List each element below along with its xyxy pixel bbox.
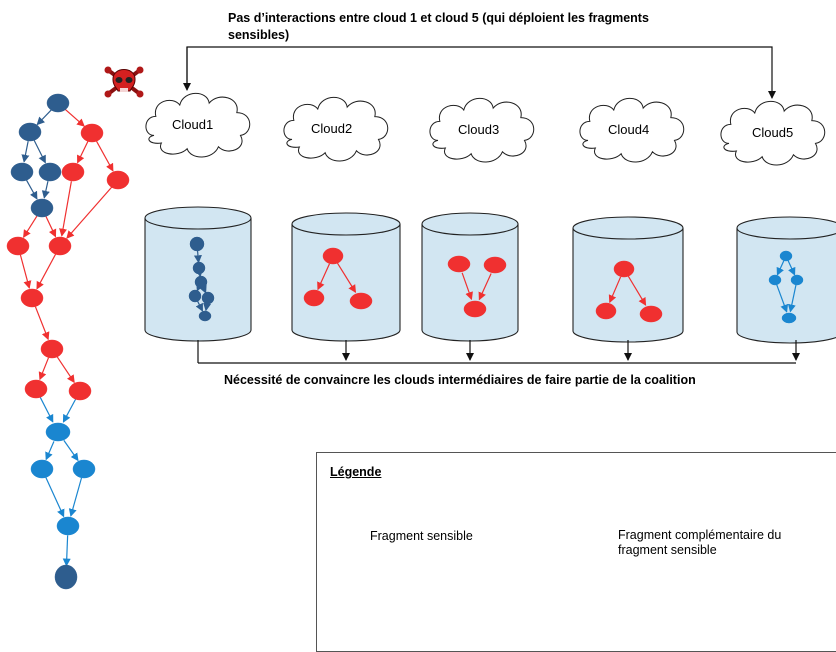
graph-node [46,423,70,441]
graph-node [782,313,796,323]
storage-barrel-top [573,217,683,239]
graph-edge [46,478,64,517]
graph-edge [34,140,45,162]
storage-barrel [737,228,836,343]
cloud-label: Cloud1 [172,117,213,132]
graph-node [31,199,53,217]
graph-edge [37,254,56,289]
cloud-label: Cloud3 [458,122,499,137]
graph-node [57,517,79,535]
workflow-graph [7,94,129,589]
storage-barrel-top [422,213,518,235]
no-interaction-connector [187,47,772,98]
graph-node [350,293,372,309]
graph-edge [97,141,113,171]
graph-edge [44,181,48,198]
graph-edge [62,181,72,235]
graph-node [19,123,41,141]
graph-edge [27,180,37,199]
cloud-label: Cloud2 [311,121,352,136]
graph-node [640,306,662,322]
cloud-label: Cloud4 [608,122,649,137]
graph-node [62,163,84,181]
graph-node [199,311,211,321]
storage-barrel-top [292,213,400,235]
graph-node [31,460,53,478]
graph-edge [64,440,78,460]
graph-edge [78,141,88,162]
graph-node [107,171,129,189]
graph-node [195,276,207,288]
graph-node [464,301,486,317]
graph-edge [65,109,84,126]
graph-node [39,163,61,181]
storage-barrel-top [737,217,836,239]
graph-node [193,262,205,274]
cloud-label: Cloud5 [752,125,793,140]
top-note: Pas d’interactions entre cloud 1 et clou… [228,10,658,44]
graph-node [25,380,47,398]
graph-node [484,257,506,273]
bottom-note: Nécessité de convaincre les clouds inter… [224,373,696,387]
graph-node [614,261,634,277]
graph-node [41,340,63,358]
graph-node [202,292,214,304]
graph-edge [35,307,48,340]
graph-edge [40,358,49,380]
graph-node [323,248,343,264]
graph-node [769,275,781,285]
coalition-connector [198,340,796,363]
storage-barrel [292,224,400,341]
graph-node [190,237,204,251]
graph-edge [46,441,54,459]
graph-node [189,290,201,302]
storage-barrel [573,228,683,342]
skull-crossbones-icon [105,67,144,98]
graph-edge [66,535,67,565]
storage-barrel [422,224,518,341]
graph-node [21,289,43,307]
graph-edge [46,216,56,236]
graph-node [49,237,71,255]
graph-edge [24,216,37,237]
graph-node [780,251,792,261]
graph-edge [57,357,74,383]
graph-node [304,290,324,306]
graph-node [7,237,29,255]
graph-edge [40,397,53,422]
graph-edge [67,187,112,238]
legend-complementary-label: Fragment complémentaire du fragment sens… [618,528,781,558]
graph-node [69,382,91,400]
storage-barrel-top [145,207,251,229]
graph-node [596,303,616,319]
graph-edge [20,255,29,288]
graph-edge [63,399,75,422]
graph-node [11,163,33,181]
legend-sensitive-label: Fragment sensible [370,529,473,544]
graph-node [73,460,95,478]
legend-title: Légende [330,465,381,479]
graph-edge [24,141,28,162]
graph-node [81,124,103,142]
graph-node [448,256,470,272]
graph-edge [71,478,82,516]
graph-node [55,565,77,589]
graph-node [791,275,803,285]
graph-edge [37,110,51,125]
graph-node [47,94,69,112]
